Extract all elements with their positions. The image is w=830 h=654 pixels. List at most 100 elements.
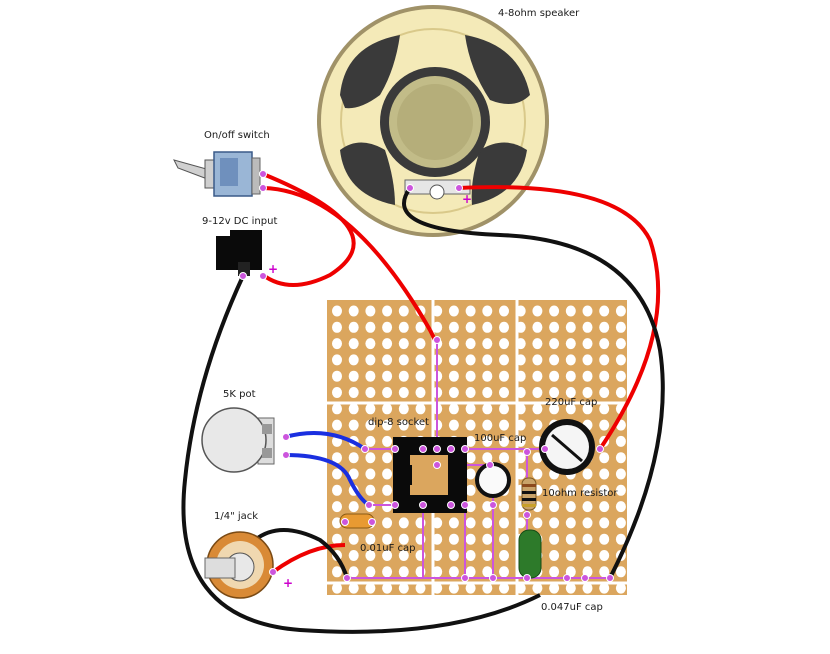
toggle-switch-icon — [173, 151, 261, 197]
board-hole — [465, 468, 476, 480]
board-hole — [332, 566, 342, 578]
board-hole — [599, 338, 610, 350]
board-hole — [615, 354, 626, 366]
board-hole — [332, 305, 342, 317]
board-hole — [549, 533, 560, 545]
board-hole — [482, 387, 493, 398]
board-hole — [532, 387, 543, 398]
solder-pad — [523, 448, 531, 456]
board-hole — [465, 566, 476, 578]
board-hole — [382, 387, 393, 398]
label-cap-100uf: 100uF cap — [474, 433, 527, 444]
plus-sign-jack: + — [283, 576, 294, 590]
board-hole — [582, 321, 593, 333]
label-jack: 1/4" jack — [214, 511, 259, 522]
label-cap-0047uf: 0.047uF cap — [541, 602, 603, 613]
board-hole — [432, 533, 443, 545]
board-hole — [365, 387, 376, 398]
solder-pad — [433, 336, 441, 344]
plus-sign-dc: + — [268, 262, 279, 276]
board-hole — [615, 501, 626, 513]
solder-pad — [486, 461, 494, 469]
board-hole — [465, 305, 476, 317]
board-hole — [398, 354, 409, 366]
board-hole — [565, 582, 576, 594]
board-hole — [382, 484, 393, 496]
board-hole — [549, 501, 560, 513]
board-hole — [549, 582, 560, 594]
board-hole — [499, 550, 509, 561]
board-hole — [565, 354, 576, 366]
board-hole — [615, 468, 626, 480]
solder-pad — [563, 574, 571, 582]
board-hole — [448, 550, 459, 561]
board-hole — [365, 354, 376, 366]
board-hole — [348, 468, 359, 480]
board-hole — [382, 305, 393, 317]
board-hole — [565, 403, 576, 415]
board-hole — [582, 517, 593, 529]
board-hole — [332, 370, 342, 382]
wires — [181, 172, 665, 634]
board-hole — [432, 305, 443, 317]
solder-pad — [581, 574, 589, 582]
board-hole — [549, 354, 560, 366]
board-hole — [348, 370, 359, 382]
capacitor-icon — [475, 462, 511, 498]
board-hole — [348, 582, 359, 594]
board-hole — [348, 338, 359, 350]
board-hole — [599, 566, 610, 578]
board-hole — [465, 403, 476, 415]
board-hole — [615, 566, 626, 578]
board-hole — [499, 354, 509, 366]
board-hole — [549, 566, 560, 578]
board-hole — [348, 566, 359, 578]
solder-pad — [341, 518, 349, 526]
board-hole — [415, 354, 426, 366]
board-hole — [332, 338, 342, 350]
audio-jack-icon — [204, 531, 274, 599]
board-hole — [332, 533, 342, 545]
board-hole — [549, 484, 560, 496]
board-hole — [415, 321, 426, 333]
board-hole — [549, 321, 560, 333]
board-hole — [465, 582, 476, 594]
board-hole — [565, 517, 576, 529]
board-hole — [549, 387, 560, 398]
board-hole — [382, 354, 393, 366]
board-hole — [599, 484, 610, 496]
board-hole — [615, 370, 626, 382]
board-hole — [499, 387, 509, 398]
dc-jack-icon — [216, 230, 262, 276]
capacitor-icon — [539, 419, 595, 475]
board-hole — [582, 533, 593, 545]
board-hole — [332, 484, 342, 496]
board-hole — [465, 452, 476, 464]
board-hole — [365, 468, 376, 480]
board-hole — [415, 338, 426, 350]
board-hole — [348, 550, 359, 561]
label-cap-220uf: 220uF cap — [545, 397, 598, 408]
board-hole — [332, 354, 342, 366]
label-socket: dip-8 socket — [368, 417, 429, 428]
board-hole — [499, 517, 509, 529]
board-hole — [532, 354, 543, 366]
board-hole — [465, 550, 476, 561]
board-hole — [499, 321, 509, 333]
board-hole — [398, 517, 409, 529]
board-hole — [532, 305, 543, 317]
board-hole — [549, 517, 560, 529]
solder-pad — [447, 501, 455, 509]
board-hole — [332, 501, 342, 513]
board-hole — [499, 403, 509, 415]
board-hole — [382, 435, 393, 447]
solder-pad — [368, 518, 376, 526]
board-hole — [332, 321, 342, 333]
dip-socket-icon — [393, 437, 467, 513]
board-hole — [382, 533, 393, 545]
board-hole — [482, 452, 493, 464]
board-hole — [398, 321, 409, 333]
board-hole — [532, 338, 543, 350]
board-hole — [348, 354, 359, 366]
solder-pad — [523, 511, 531, 519]
